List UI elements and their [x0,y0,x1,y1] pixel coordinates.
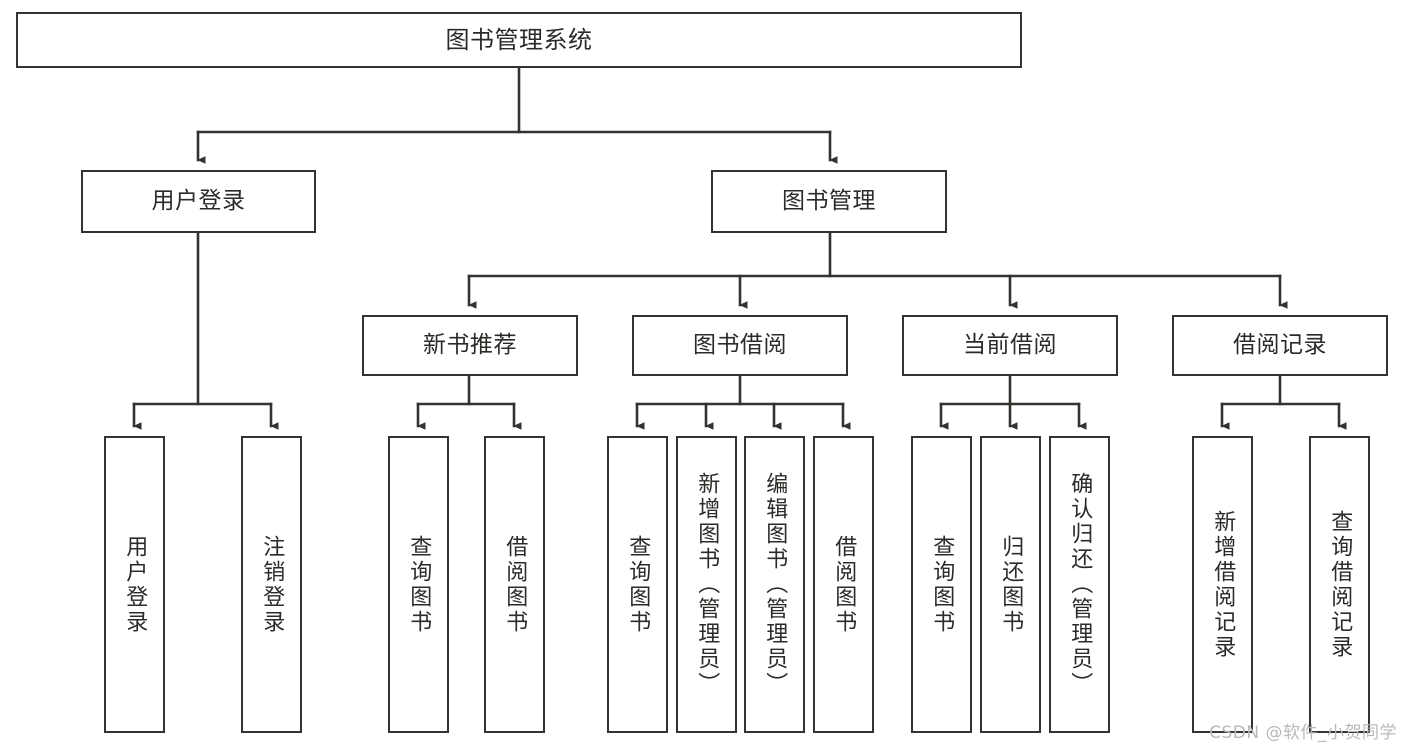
node-label: 借阅记录 [1233,331,1327,358]
node-new-book-recommendation[interactable]: 新书推荐 [362,315,578,376]
leaf-current-borrow-query-books[interactable]: 查询图书 [911,436,972,733]
node-label: 图书借阅 [693,331,787,358]
leaf-borrow-record-query-record[interactable]: 查询借阅记录 [1309,436,1370,733]
node-label: 确认归还（管理员） [1067,472,1093,697]
node-book-borrowing[interactable]: 图书借阅 [632,315,848,376]
leaf-new-book-borrow-books[interactable]: 借阅图书 [484,436,545,733]
leaf-user-login-login[interactable]: 用户登录 [104,436,165,733]
leaf-user-login-logout[interactable]: 注销登录 [241,436,302,733]
leaf-book-borrow-query-books[interactable]: 查询图书 [607,436,668,733]
node-label: 借阅图书 [502,534,528,635]
node-label: 借阅图书 [831,534,857,635]
leaf-book-borrow-borrow-books[interactable]: 借阅图书 [813,436,874,733]
node-label: 查询图书 [929,534,955,635]
node-label: 注销登录 [259,534,285,635]
node-label: 当前借阅 [963,331,1057,358]
node-label: 新增借阅记录 [1210,509,1236,660]
node-label: 图书管理 [782,187,876,214]
leaf-borrow-record-add-record[interactable]: 新增借阅记录 [1192,436,1253,733]
node-root-book-management-system[interactable]: 图书管理系统 [16,12,1022,68]
node-book-management[interactable]: 图书管理 [711,170,947,233]
leaf-book-borrow-edit-book-admin[interactable]: 编辑图书（管理员） [744,436,805,733]
node-user-login[interactable]: 用户登录 [81,170,316,233]
node-borrowing-records[interactable]: 借阅记录 [1172,315,1388,376]
node-label: 查询图书 [406,534,432,635]
leaf-current-borrow-confirm-return-admin[interactable]: 确认归还（管理员） [1049,436,1110,733]
node-label: 编辑图书（管理员） [762,472,788,697]
node-label: 查询图书 [625,534,651,635]
node-label: 查询借阅记录 [1327,509,1353,660]
node-label: 用户登录 [122,534,148,635]
csdn-watermark: CSDN @软件_小贺同学 [1209,723,1397,743]
node-label: 图书管理系统 [445,25,593,54]
leaf-current-borrow-return-books[interactable]: 归还图书 [980,436,1041,733]
node-label: 用户登录 [151,187,246,214]
leaf-book-borrow-add-book-admin[interactable]: 新增图书（管理员） [676,436,737,733]
leaf-new-book-query-books[interactable]: 查询图书 [388,436,449,733]
node-label: 归还图书 [998,534,1024,635]
node-current-borrowing[interactable]: 当前借阅 [902,315,1118,376]
node-label: 新增图书（管理员） [694,472,720,697]
node-label: 新书推荐 [423,331,517,358]
